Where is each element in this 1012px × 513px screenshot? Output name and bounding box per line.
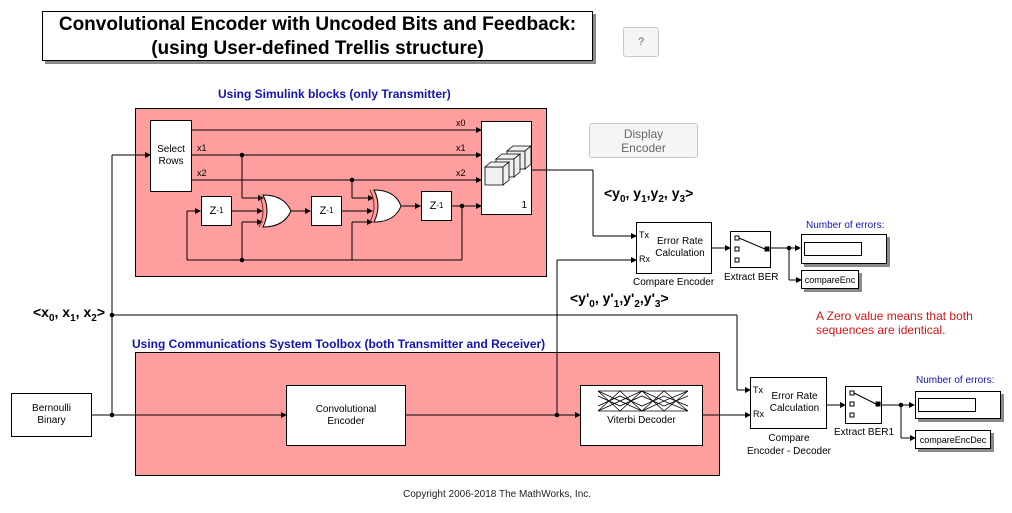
- display-encoder-button[interactable]: Display Encoder: [589, 123, 698, 158]
- bernoulli-line2: Binary: [37, 415, 66, 426]
- bernoulli-binary-block[interactable]: Bernoulli Binary: [11, 393, 92, 437]
- display-encoder-line2: Encoder: [621, 141, 666, 155]
- workspace-bottom-label: compareEncDec: [919, 434, 987, 445]
- simulink-section-title: Using Simulink blocks (only Transmitter): [218, 87, 451, 101]
- error-rate-bottom-tx-port: Tx: [753, 385, 763, 395]
- viterbi-decoder-block[interactable]: Viterbi Decoder: [580, 385, 703, 446]
- delay-exp-2: -1: [326, 206, 334, 215]
- signal-label-x2-out: x2: [456, 168, 466, 178]
- model-title: Convolutional Encoder with Uncoded Bits …: [42, 11, 593, 61]
- help-button[interactable]: ?: [623, 27, 659, 57]
- error-rate-top-line2: Calculation: [655, 248, 705, 259]
- error-rate-top-rx-port: Rx: [639, 254, 650, 264]
- simulink-subsystem-area[interactable]: [135, 108, 547, 277]
- unit-delay-block-3[interactable]: Z-1: [421, 191, 452, 221]
- signal-label-y-prime: <y'0, y'1,y'2,y'3>: [570, 290, 669, 310]
- display-top-value-field: [804, 242, 862, 256]
- unit-delay-block-1[interactable]: Z-1: [201, 196, 232, 226]
- conv-encoder-line1: Convolutional: [315, 403, 377, 415]
- note-text: A Zero value means that both sequences a…: [816, 309, 973, 337]
- error-rate-calc-bottom-block[interactable]: Error Rate Calculation: [750, 377, 827, 429]
- error-rate-bottom-rx-port: Rx: [753, 409, 764, 419]
- delay-exp-3: -1: [436, 201, 444, 210]
- model-title-line2: (using User-defined Trellis structure): [151, 38, 484, 59]
- error-rate-top-caption: Compare Encoder: [633, 277, 715, 288]
- matrix-concatenate-block[interactable]: 1: [481, 121, 532, 215]
- conv-encoder-line2: Encoder: [327, 415, 365, 427]
- error-rate-top-tx-port: Tx: [639, 230, 649, 240]
- error-rate-top-line1: Error Rate: [656, 236, 704, 247]
- display-bottom-value-field: [918, 398, 976, 412]
- to-workspace-compareEnc[interactable]: compareEnc: [801, 270, 859, 289]
- delay-exp-1: -1: [216, 206, 224, 215]
- select-rows-line1: Select: [157, 144, 185, 155]
- error-rate-bottom-line1: Error Rate: [771, 391, 818, 402]
- delay-z-1: Z: [209, 205, 217, 217]
- signal-label-y: <y0, y1,y2, y3>: [604, 185, 694, 205]
- select-rows-block[interactable]: Select Rows: [150, 120, 192, 192]
- display-encoder-line1: Display: [623, 127, 664, 141]
- number-of-errors-top-label: Number of errors:: [806, 220, 885, 231]
- to-workspace-compareEncDec[interactable]: compareEncDec: [915, 430, 991, 449]
- error-rate-bottom-caption1: Compare: [768, 433, 810, 444]
- note-line1: A Zero value means that both: [816, 309, 973, 323]
- signal-label-x0-out: x0: [456, 118, 466, 128]
- select-rows-line2: Rows: [158, 156, 184, 167]
- viterbi-label: Viterbi Decoder: [607, 415, 676, 426]
- display-bottom-block[interactable]: [915, 391, 1001, 419]
- workspace-top-label: compareEnc: [804, 274, 856, 285]
- concat-port-label: 1: [521, 200, 527, 211]
- error-rate-calc-top-block[interactable]: Error Rate Calculation: [636, 222, 712, 274]
- error-rate-bottom-line2: Calculation: [769, 403, 820, 414]
- error-rate-bottom-caption2: Encoder - Decoder: [747, 446, 831, 457]
- number-of-errors-bottom-label: Number of errors:: [916, 375, 995, 386]
- delay-z-3: Z: [429, 200, 437, 212]
- copyright-text: Copyright 2006-2018 The MathWorks, Inc.: [402, 489, 592, 500]
- signal-label-x: <x0, x1, x2>: [33, 304, 105, 324]
- extract-ber-caption: Extract BER: [724, 272, 779, 283]
- signal-label-x1-in: x1: [197, 143, 207, 153]
- delay-z-2: Z: [319, 205, 327, 217]
- bernoulli-line1: Bernoulli: [32, 403, 71, 414]
- extract-ber-block[interactable]: [730, 231, 771, 268]
- error-rate-bottom-caption: Compare Encoder - Decoder: [746, 432, 832, 458]
- signal-label-x2-in: x2: [197, 168, 207, 178]
- signal-label-x1-out: x1: [456, 143, 466, 153]
- note-line2: sequences are identical.: [816, 323, 946, 337]
- model-title-line1: Convolutional Encoder with Uncoded Bits …: [58, 14, 577, 35]
- extract-ber1-caption: Extract BER1: [834, 427, 895, 438]
- display-top-block[interactable]: [801, 234, 887, 264]
- convolutional-encoder-block[interactable]: Convolutional Encoder: [286, 385, 406, 446]
- comms-section-title: Using Communications System Toolbox (bot…: [132, 337, 546, 351]
- extract-ber1-block[interactable]: [845, 386, 882, 424]
- unit-delay-block-2[interactable]: Z-1: [311, 196, 342, 226]
